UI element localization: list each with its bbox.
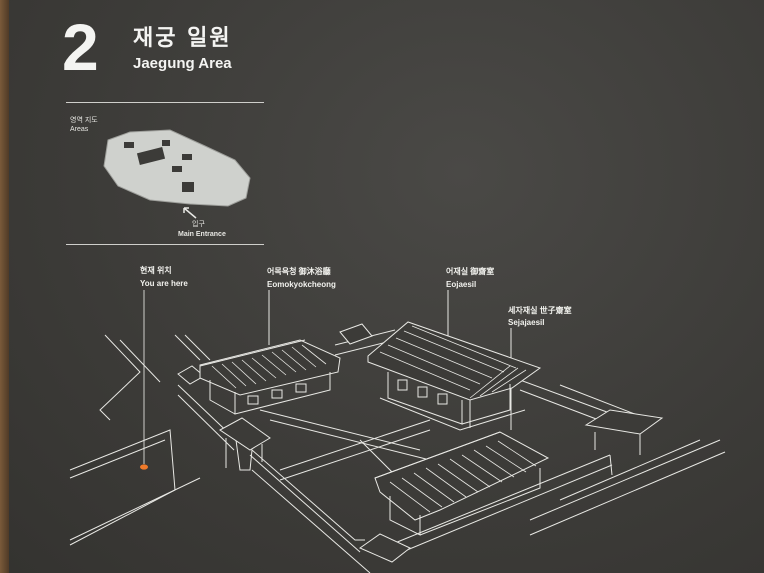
minimap-label-korean: 영역 지도	[70, 117, 98, 124]
building-label-eomokyokcheong-korean: 어목욕청 御沐浴廳	[267, 267, 331, 276]
you-are-here-marker	[140, 464, 148, 470]
building-label-sejajaesil-english: Sejajaesil	[508, 318, 545, 327]
board-edge	[0, 0, 9, 573]
you-are-here-label-korean: 현재 위치	[140, 266, 172, 275]
you-are-here-label-english: You are here	[140, 279, 188, 288]
building-label-eojaesil-english: Eojaesil	[446, 280, 477, 289]
divider-top	[66, 102, 264, 103]
area-title-korean: 재궁 일원	[133, 26, 232, 51]
divider-bottom	[66, 244, 264, 245]
building-label-eojaesil-korean: 어재실 御齋室	[446, 267, 495, 276]
compound-walls	[177, 329, 646, 573]
entrance-label-english: Main Entrance	[178, 231, 226, 238]
building-label-sejajaesil-korean: 세자재실 世子齋室	[508, 306, 572, 315]
label-pointers	[143, 290, 512, 464]
minimap-label-english: Areas	[70, 126, 89, 133]
ground-paths	[69, 334, 726, 546]
entrance-label-korean: 입구	[192, 221, 205, 228]
area-minimap	[103, 129, 251, 219]
building-eojaesil	[367, 321, 542, 431]
building-label-eomokyokcheong-english: Eomokyokcheong	[267, 280, 336, 289]
area-title-english: Jaegung Area	[133, 55, 232, 72]
building-sejajaesil	[374, 431, 550, 536]
area-number: 2	[62, 10, 99, 84]
building-eomokyokcheong	[199, 339, 341, 415]
gate-pavilions	[177, 323, 664, 563]
